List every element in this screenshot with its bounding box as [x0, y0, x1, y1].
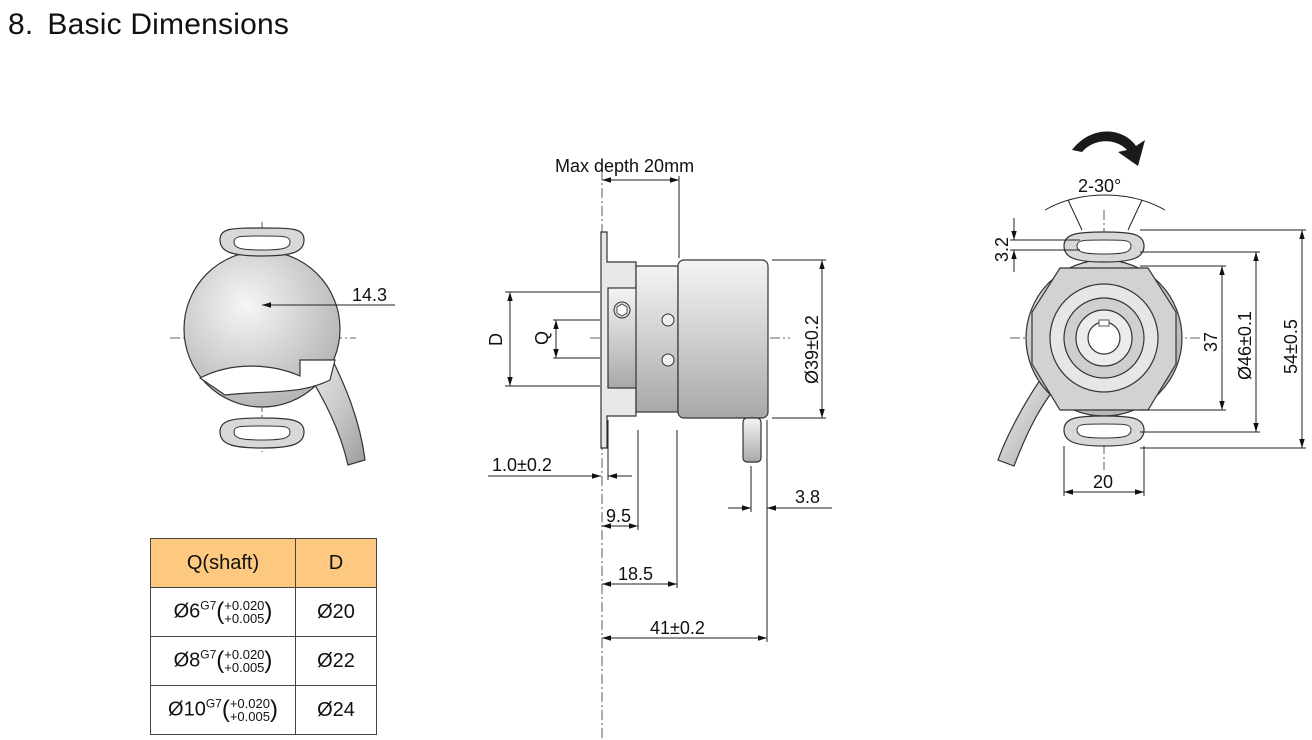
section-number: 8. [8, 8, 34, 41]
d-cell: Ø24 [295, 685, 377, 735]
dim-9-5: 9.5 [606, 506, 631, 526]
q-cell: Ø10G7(+0.020+0.005) [150, 685, 296, 735]
cable-icon [997, 379, 1053, 467]
dim-14-3: 14.3 [352, 285, 387, 305]
hollow-shaft-bore [1087, 321, 1121, 355]
max-depth-label: Max depth 20mm [555, 156, 694, 176]
d-cell: Ø20 [295, 587, 377, 637]
dim-41: 41±0.2 [650, 618, 705, 638]
front-view: 2-30° 3.2 37 [992, 131, 1306, 496]
dim-q: Q [532, 331, 552, 345]
header-q-shaft: Q(shaft) [150, 538, 296, 588]
dim-dia39: Ø39±0.2 [802, 315, 822, 384]
dim-54: 54±0.5 [1281, 319, 1301, 374]
mounting-ear-bottom [1063, 415, 1145, 447]
shaft-size-table: Q(shaft) D Ø6G7(+0.020+0.005) Ø20 Ø8G7(+… [150, 538, 377, 735]
dim-dia46: Ø46±0.1 [1235, 311, 1255, 380]
left-view: 14.3 [170, 222, 395, 466]
table-row: Ø10G7(+0.020+0.005) Ø24 [150, 685, 377, 735]
table-row: Ø6G7(+0.020+0.005) Ø20 [150, 587, 377, 637]
rotation-arrow-icon [1072, 131, 1145, 166]
section-title: Basic Dimensions [47, 8, 290, 41]
dim-3-2: 3.2 [992, 237, 1012, 262]
dim-angle: 2-30° [1078, 176, 1121, 196]
q-cell: Ø8G7(+0.020+0.005) [150, 636, 296, 686]
table-row: Ø8G7(+0.020+0.005) Ø22 [150, 636, 377, 686]
page-title: 8. Basic Dimensions [8, 8, 289, 42]
dim-1-0: 1.0±0.2 [492, 455, 552, 475]
side-view: Max depth 20mm D Q Ø39±0.2 1. [486, 156, 832, 740]
q-cell: Ø6G7(+0.020+0.005) [150, 587, 296, 637]
d-cell: Ø22 [295, 636, 377, 686]
dim-18-5: 18.5 [618, 564, 653, 584]
mounting-ear-top [1063, 231, 1145, 263]
mounting-ear-top [219, 227, 305, 257]
mounting-ear-bottom [219, 417, 305, 449]
dim-3-8: 3.8 [795, 487, 820, 507]
clamp-collar [635, 265, 679, 413]
cable-stub [742, 417, 762, 463]
dim-20: 20 [1093, 472, 1113, 492]
encoder-housing [677, 259, 769, 419]
dim-d: D [486, 333, 506, 346]
header-d: D [295, 538, 377, 588]
dim-37: 37 [1201, 332, 1221, 352]
table-header-row: Q(shaft) D [150, 538, 377, 588]
